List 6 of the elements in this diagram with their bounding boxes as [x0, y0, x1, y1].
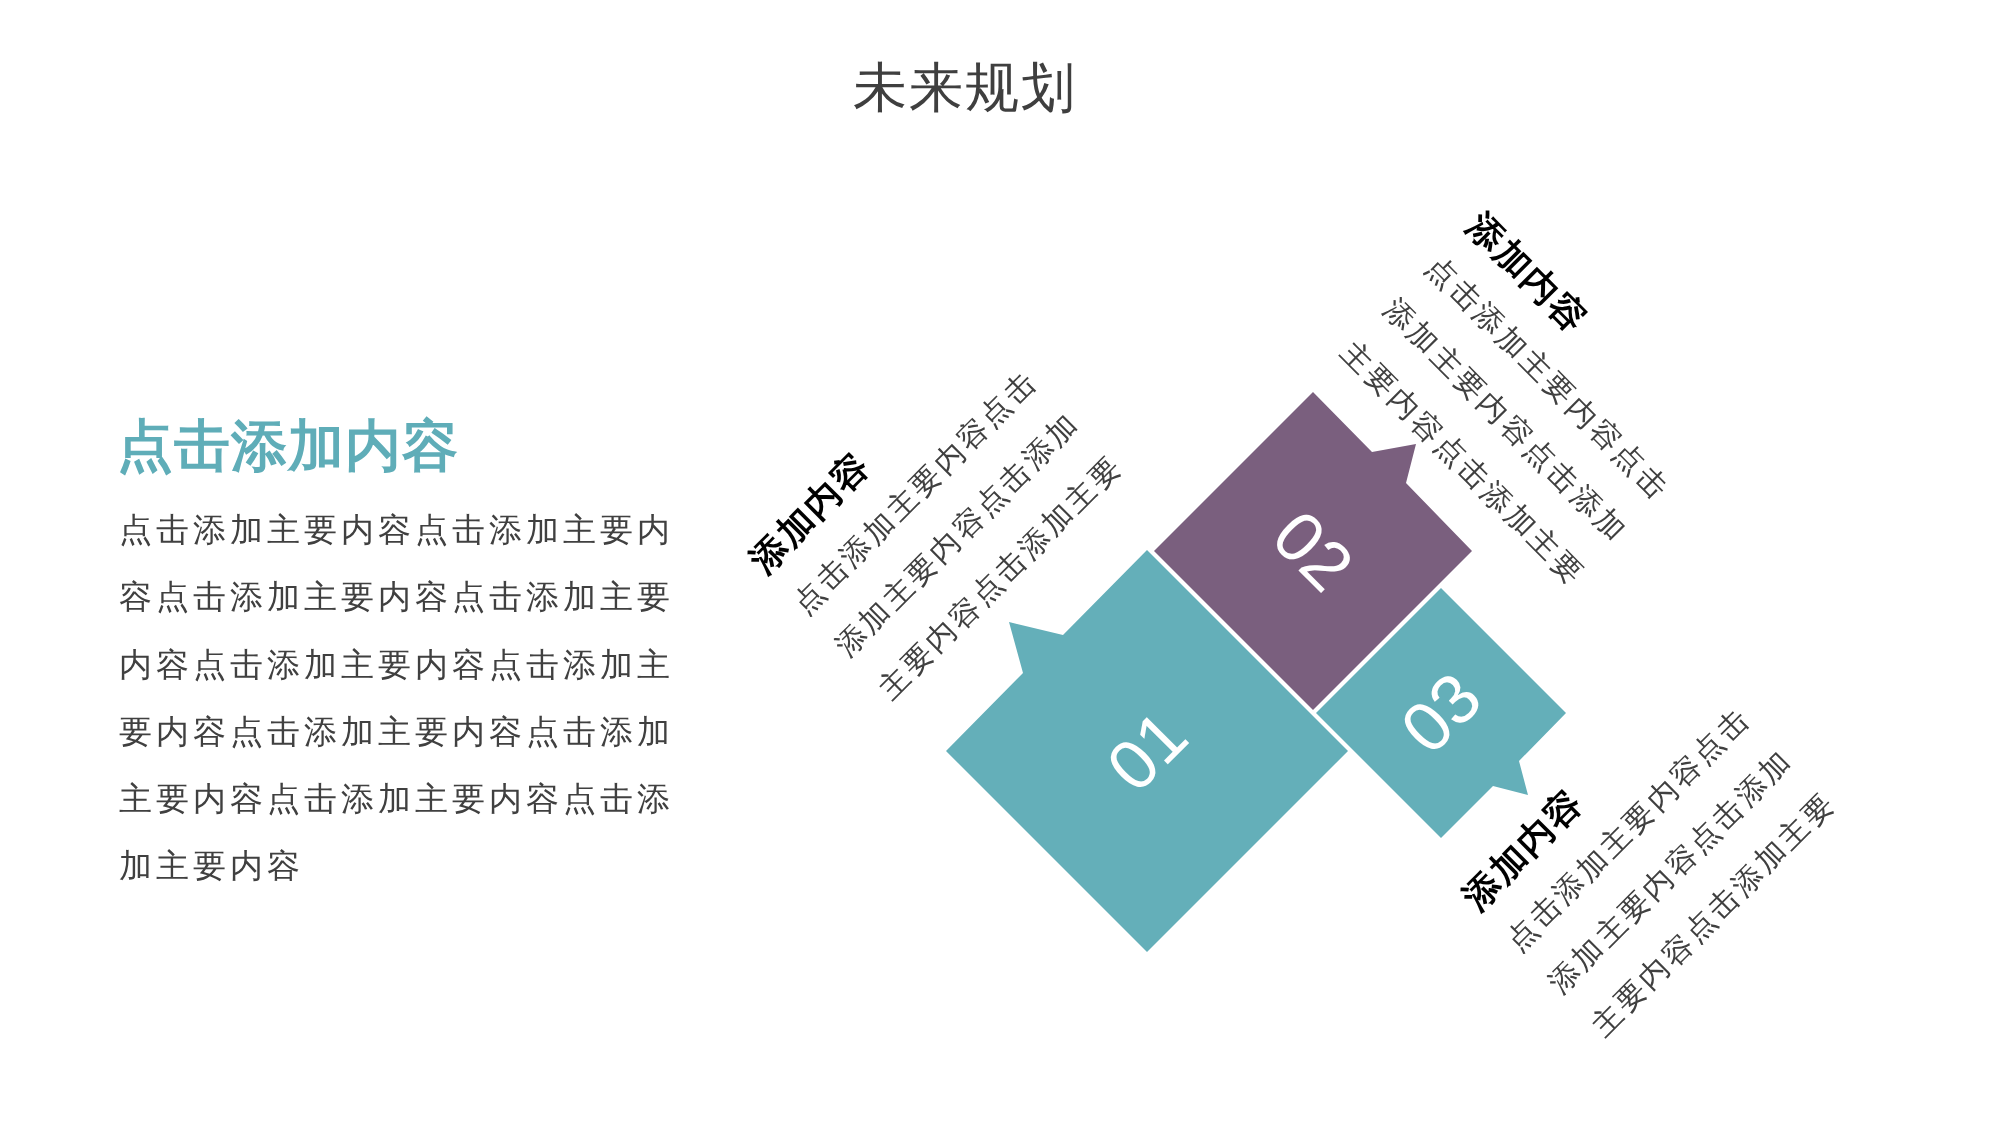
section-heading: 点击添加内容	[117, 413, 459, 479]
page-title: 未来规划	[853, 56, 1077, 119]
step-number: 03	[1388, 660, 1494, 766]
step-number: 01	[1094, 698, 1200, 804]
body-text: 点击添加主要内容点击添加主要内容点击添加主要内容点击添加主要内容点击添加主要内容点击添加主要内容点击添加主要内容点击添加主要内容点击添加主要内容点击添加主要内容	[119, 510, 675, 887]
step-number: 02	[1260, 498, 1366, 604]
